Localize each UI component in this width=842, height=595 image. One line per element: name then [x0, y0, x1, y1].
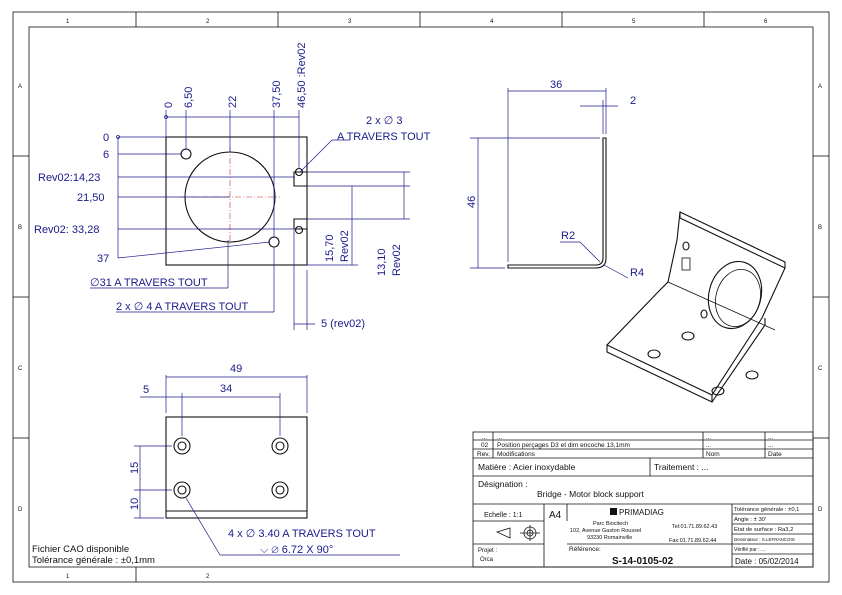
inner-frame: [28, 26, 814, 568]
row-label-c: C: [18, 366, 23, 372]
hole-top-left: [180, 148, 192, 160]
traitement: Traitement : ...: [654, 462, 708, 472]
telephone: Tel:01.71.89.62.43: [672, 524, 717, 530]
dim-left-33-28: Rev02: 33,28: [34, 224, 99, 236]
holes-note-1: 2 x ∅ 3: [366, 115, 403, 127]
projet-label: Projet :: [478, 548, 497, 554]
bottom-note-2: ⌵ ∅ 6.72 X 90°: [260, 544, 333, 556]
bottom-dim-width: 49: [230, 363, 242, 375]
row-label-b-right: B: [818, 225, 822, 231]
column-ticks: [13, 12, 829, 582]
dim-22: 22: [227, 96, 239, 108]
rev-row2-text: Position perçages D3 et dim encoche 13,1…: [497, 442, 630, 449]
surface: Etat de surface : Ra3,2: [734, 527, 793, 533]
row-label-c-right: C: [818, 366, 823, 372]
col-label-1: 1: [66, 19, 70, 25]
col-label-2: 2: [206, 19, 210, 25]
dim-left-6: 6: [103, 149, 109, 161]
side-view-part: [470, 88, 629, 279]
dim-left-14-23: Rev02:14,23: [38, 172, 100, 184]
holes4-note: 2 x ∅ 4 A TRAVERS TOUT: [116, 301, 249, 313]
reference-label: Référence:: [569, 546, 601, 553]
rev-row1-text: ...: [497, 435, 502, 441]
col-label-3: 3: [348, 19, 352, 25]
fax: Fax:01.71.89.62.44: [669, 538, 716, 544]
bottom-dim-5: 5: [143, 384, 149, 396]
bottom-dim-34: 34: [220, 383, 232, 395]
matiere: Matière : Acier inoxydable: [478, 462, 576, 472]
dim-15-70-rev: Rev02: [339, 230, 351, 262]
dim-left-0: 0: [103, 132, 109, 144]
col-label-4: 4: [490, 19, 494, 25]
rev-row1-name: ...: [706, 435, 711, 441]
footer-note-cao: Fichier CAO disponible: [32, 544, 129, 555]
col-label-bottom-2: 2: [206, 574, 210, 580]
col-label-bottom-1: 1: [66, 574, 70, 580]
row-label-d-right: D: [818, 507, 823, 513]
hole-small-top: [294, 167, 304, 177]
dim-15-70: 15,70: [324, 234, 336, 262]
bottom-view-part: [134, 375, 400, 556]
hole-bottom-right: [268, 236, 280, 248]
address-1: Parc Biocitech: [593, 521, 628, 527]
side-dim-width: 36: [550, 79, 562, 91]
date: Date : 05/02/2014: [735, 557, 799, 566]
dim-6-50: 6,50: [183, 87, 195, 108]
dim-13-10: 13,10: [376, 248, 388, 276]
row-label-a: A: [18, 84, 22, 90]
reference: S-14-0105-02: [612, 556, 674, 567]
title-block: [472, 431, 814, 568]
tolerance: Tolérance générale : ±0,1: [734, 507, 799, 513]
designation-label: Désignation :: [478, 479, 528, 489]
top-dimension-lines: [90, 110, 410, 330]
address-3: 93230 Romainville: [587, 535, 632, 541]
col-label-6: 6: [764, 19, 768, 25]
side-r-inner: R2: [561, 230, 575, 242]
side-dim-thick: 2: [630, 95, 636, 107]
angle: Angle : ± 30': [734, 517, 766, 523]
rev-header-date: Date: [768, 451, 782, 458]
outer-frame: [12, 11, 830, 583]
row-label-a-right: A: [818, 84, 822, 90]
dim-0-vertical: 0: [163, 102, 175, 108]
rev-row2-date: ...: [768, 443, 773, 449]
row-label-b: B: [18, 225, 22, 231]
dim-13-10-rev: Rev02: [391, 244, 403, 276]
company-logo-mark: [610, 508, 617, 515]
dim-left-37: 37: [97, 253, 109, 265]
holes-note-2: A TRAVERS TOUT: [337, 131, 431, 143]
side-r-outer: R4: [630, 267, 644, 279]
bottom-dim-15: 15: [129, 462, 141, 474]
rev-row1-dots: ...: [482, 435, 487, 441]
side-dim-height: 46: [466, 196, 478, 208]
slot-dim: 5 (rev02): [321, 318, 365, 330]
col-label-5: 5: [632, 19, 636, 25]
rev-row1-date: ...: [768, 435, 773, 441]
bore-note: ∅31 A TRAVERS TOUT: [90, 277, 208, 289]
dim-left-21-50: 21,50: [77, 192, 105, 204]
address-2: 102, Avenue Gaston Roussel: [570, 528, 641, 534]
rev-row2-name: ...: [706, 443, 711, 449]
bottom-note-1: 4 x ∅ 3.40 A TRAVERS TOUT: [228, 528, 376, 540]
format: A4: [549, 510, 562, 521]
dessinateur: Dessinateur : S.LEFRANCOIS: [734, 537, 795, 542]
rev-row2-rev: 02: [481, 442, 489, 449]
verifie: Vérifié par : ...: [734, 547, 765, 553]
rev-header-rev: Rev.: [477, 451, 490, 458]
hole-small-bottom: [294, 225, 304, 235]
designation: Bridge - Motor block support: [537, 489, 644, 499]
projet: Orca: [480, 557, 494, 563]
row-label-d: D: [18, 507, 23, 513]
dim-37-50: 37,50: [271, 80, 283, 108]
footer-note-tolerance: Tolérance générale : ±0,1mm: [32, 555, 155, 566]
rev-header-mods: Modifications: [497, 451, 536, 458]
isometric-part: [606, 211, 786, 403]
company-logo: PRIMADIAG: [619, 508, 664, 517]
dim-46-50: 46,50 :Rev02: [296, 43, 308, 108]
rev-header-name: Nom: [706, 451, 720, 458]
echelle: Echelle : 1:1: [484, 512, 523, 519]
bottom-dim-10: 10: [129, 498, 141, 510]
